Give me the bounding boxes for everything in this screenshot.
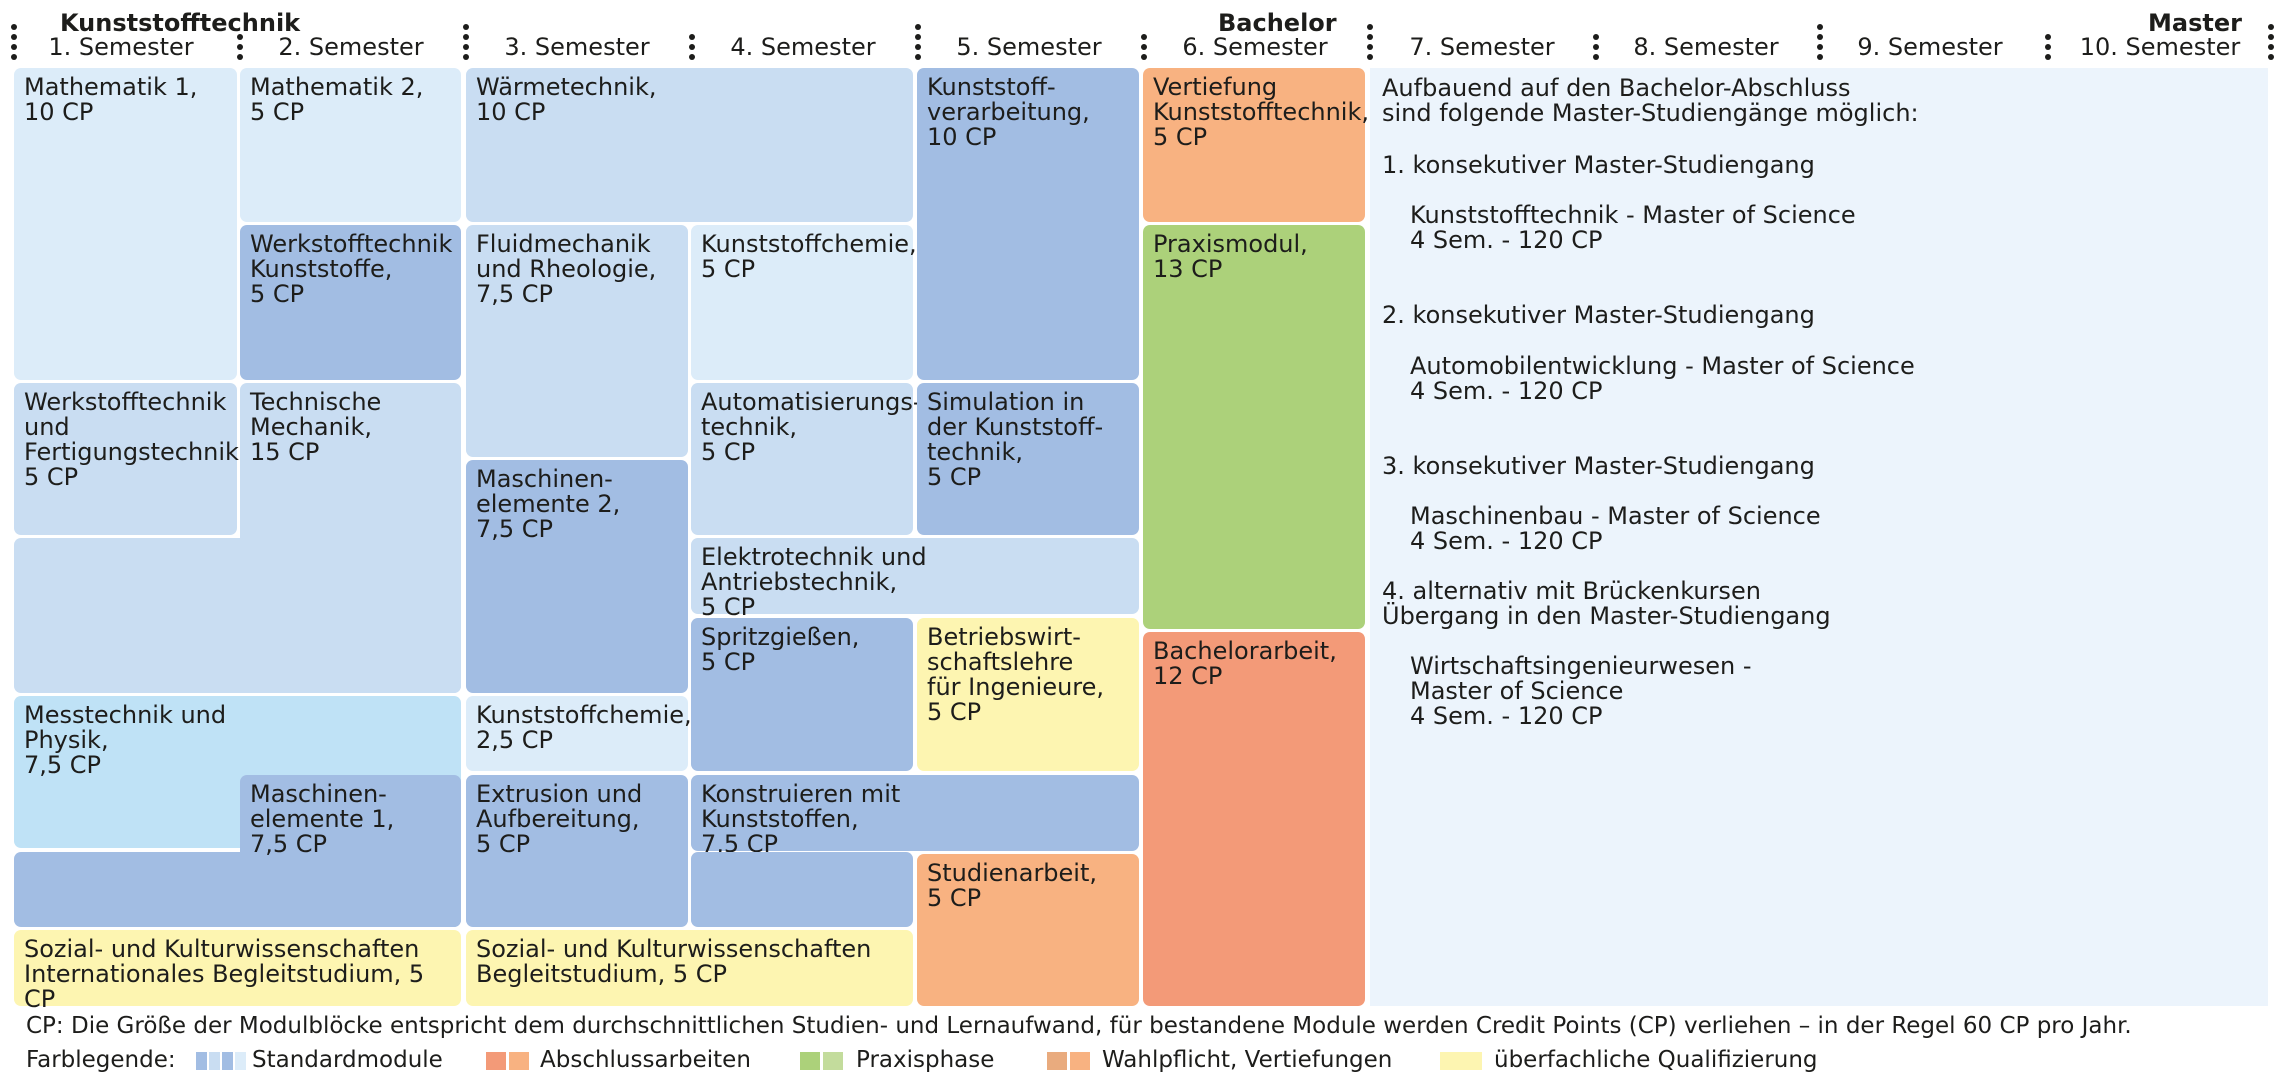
credit-points-note: CP: Die Größe der Modulblöcke entspricht… xyxy=(26,1013,2132,1039)
module-konstruieren-kunststoffe-extension xyxy=(691,852,913,927)
semester-divider xyxy=(11,24,17,64)
module-elektrotechnik-antriebstechnik: Elektrotechnik und Antriebstechnik, 5 CP xyxy=(691,538,1139,620)
module-maschinenelemente-2: Maschinen- elemente 2, 7,5 CP xyxy=(466,460,688,693)
module-werkstofftechnik-kunststoffe: Werkstofftechnik Kunststoffe, 5 CP xyxy=(240,225,461,380)
semester-2-header: 2. Semester xyxy=(278,33,424,61)
module-automatisierungstechnik: Automatisierungs- technik, 5 CP xyxy=(691,383,922,535)
program-label-kunststofftechnik: Kunststofftechnik xyxy=(60,9,301,37)
module-waermetechnik: Wärmetechnik, 10 CP xyxy=(466,68,913,222)
module-technische-mechanik-extension xyxy=(14,538,461,693)
module-praxismodul: Praxismodul, 13 CP xyxy=(1143,225,1365,629)
legend-ueberfachlich: überfachliche Qualifizierung xyxy=(1494,1047,1818,1073)
master-panel xyxy=(1370,68,2268,1006)
semester-3-header: 3. Semester xyxy=(504,33,650,61)
semester-6-header: 6. Semester xyxy=(1182,33,1328,61)
module-kunststoffverarbeitung: Kunststoff- verarbeitung, 10 CP xyxy=(917,68,1139,380)
master-option-4-body: Wirtschaftsingenieurwesen - Master of Sc… xyxy=(1410,652,1752,730)
semester-divider xyxy=(2268,24,2274,64)
semester-divider xyxy=(915,24,921,64)
module-maschinenelemente-1: Maschinen- elemente 1, 7,5 CP xyxy=(240,775,461,927)
module-mathematik-2: Mathematik 2, 5 CP xyxy=(240,68,461,222)
legend-standardmodule: Standardmodule xyxy=(252,1047,443,1073)
module-vertiefung-kunststofftechnik: Vertiefung Kunststofftechnik, 5 CP xyxy=(1143,68,1369,222)
module-fluidmechanik-rheologie: Fluidmechanik und Rheologie, 7,5 CP xyxy=(466,225,688,457)
program-label-bachelor: Bachelor xyxy=(1218,9,1337,37)
module-simulation-kunststofftechnik: Simulation in der Kunststoff- technik, 5… xyxy=(917,383,1139,535)
semester-divider xyxy=(463,24,469,64)
module-spritzgiessen: Spritzgießen, 5 CP xyxy=(691,618,913,771)
semester-divider xyxy=(689,34,695,64)
module-extrusion-aufbereitung: Extrusion und Aufbereitung, 5 CP xyxy=(466,775,688,927)
semester-divider xyxy=(1593,34,1599,64)
semester-7-header: 7. Semester xyxy=(1409,33,1555,61)
semester-divider xyxy=(1141,34,1147,64)
legend-praxisphase: Praxisphase xyxy=(856,1047,995,1073)
program-label-master: Master xyxy=(2148,9,2242,37)
master-option-3-body: Maschinenbau - Master of Science 4 Sem. … xyxy=(1410,502,1821,555)
module-sozial-kulturwissenschaften: Sozial- und Kulturwissenschaften Begleit… xyxy=(466,930,913,1006)
master-option-2-title: 2. konsekutiver Master-Studiengang xyxy=(1382,301,1815,329)
module-bachelorarbeit: Bachelorarbeit, 12 CP xyxy=(1143,632,1365,1006)
module-messtechnik-physik: Messtechnik und Physik, 7,5 CP xyxy=(14,696,461,848)
semester-1-header: 1. Semester xyxy=(48,33,194,61)
semester-8-header: 8. Semester xyxy=(1633,33,1779,61)
master-option-3-title: 3. konsekutiver Master-Studiengang xyxy=(1382,452,1815,480)
semester-divider xyxy=(237,34,243,64)
legend-abschlussarbeiten: Abschlussarbeiten xyxy=(540,1047,751,1073)
module-konstruieren-kunststoffe: Konstruieren mit Kunststoffen, 7,5 CP xyxy=(691,775,1139,857)
legend-wahlpflicht: Wahlpflicht, Vertiefungen xyxy=(1102,1047,1393,1073)
semester-9-header: 9. Semester xyxy=(1857,33,2003,61)
master-option-1-body: Kunststofftechnik - Master of Science 4 … xyxy=(1410,201,1856,254)
master-option-4-title: 4. alternativ mit Brückenkursen Übergang… xyxy=(1382,577,1831,630)
semester-10-header: 10. Semester xyxy=(2079,33,2241,61)
master-option-2-body: Automobilentwicklung - Master of Science… xyxy=(1410,352,1915,405)
semester-4-header: 4. Semester xyxy=(730,33,876,61)
module-sozial-kulturwissenschaften-international: Sozial- und Kulturwissenschaften Interna… xyxy=(14,930,461,1012)
module-kunststoffchemie-5cp: Kunststoffchemie, 5 CP xyxy=(691,225,917,380)
semester-divider xyxy=(2045,34,2051,64)
master-option-1-title: 1. konsekutiver Master-Studiengang xyxy=(1382,151,1815,179)
semester-divider xyxy=(1817,24,1823,64)
module-betriebswirtschaftslehre: Betriebswirt- schaftslehre für Ingenieur… xyxy=(917,618,1139,771)
module-mathematik-1: Mathematik 1, 10 CP xyxy=(14,68,237,380)
master-intro: Aufbauend auf den Bachelor-Abschluss sin… xyxy=(1382,74,1919,127)
module-studienarbeit: Studienarbeit, 5 CP xyxy=(917,854,1139,1006)
legend-label: Farblegende: xyxy=(26,1047,176,1073)
module-kunststoffchemie-2-5cp: Kunststoffchemie, 2,5 CP xyxy=(466,696,692,771)
semester-divider xyxy=(1367,24,1373,64)
module-werkstofftechnik-fertigungstechnik: Werkstofftechnik und Fertigungstechnik, … xyxy=(14,383,247,535)
semester-5-header: 5. Semester xyxy=(956,33,1102,61)
